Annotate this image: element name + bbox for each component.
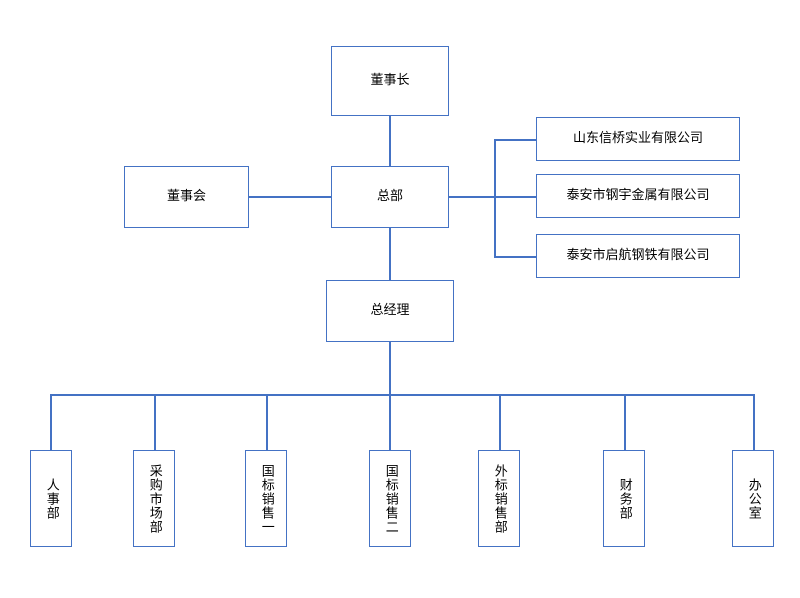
- connector-sub3-branch: [494, 256, 536, 258]
- connector-department-bus: [50, 394, 755, 396]
- node-department-sales-export-label: 外标销售部: [491, 463, 507, 534]
- connector-headquarters-subs-stub: [449, 196, 495, 198]
- node-department-office-label: 办公室: [745, 477, 761, 520]
- node-chairman[interactable]: 董事长: [331, 46, 449, 116]
- node-department-sales-gb-1[interactable]: 国标销售一: [245, 450, 287, 547]
- node-subsidiary-3[interactable]: 泰安市启航钢铁有限公司: [536, 234, 740, 278]
- node-subsidiary-2-label: 泰安市钢宇金属有限公司: [566, 188, 710, 204]
- node-department-finance[interactable]: 财务部: [603, 450, 645, 547]
- connector-drop-dept3: [266, 394, 268, 450]
- connector-drop-dept5: [499, 394, 501, 450]
- node-board-label: 董事会: [166, 189, 206, 205]
- node-headquarters[interactable]: 总部: [331, 166, 449, 228]
- connector-sub2-branch: [494, 196, 536, 198]
- node-subsidiary-2[interactable]: 泰安市钢宇金属有限公司: [536, 174, 740, 218]
- node-department-hr-label: 人事部: [43, 477, 59, 520]
- node-general-manager-label: 总经理: [370, 303, 410, 319]
- node-department-office[interactable]: 办公室: [732, 450, 774, 547]
- node-department-sales-export[interactable]: 外标销售部: [478, 450, 520, 547]
- node-chairman-label: 董事长: [370, 73, 410, 89]
- node-general-manager[interactable]: 总经理: [326, 280, 454, 342]
- node-department-hr[interactable]: 人事部: [30, 450, 72, 547]
- connector-chairman-headquarters: [389, 116, 391, 168]
- node-department-sales-gb-2-label: 国标销售二: [382, 463, 398, 534]
- connector-subs-trunk: [494, 139, 496, 257]
- node-subsidiary-3-label: 泰安市启航钢铁有限公司: [566, 248, 710, 264]
- connector-drop-dept2: [154, 394, 156, 450]
- connector-headquarters-general-manager: [389, 228, 391, 280]
- connector-board-headquarters: [249, 196, 331, 198]
- node-department-finance-label: 财务部: [616, 477, 632, 520]
- connector-drop-dept6: [624, 394, 626, 450]
- connector-drop-dept4: [389, 394, 391, 450]
- node-department-sales-gb-2[interactable]: 国标销售二: [369, 450, 411, 547]
- node-department-purchasing-label: 采购市场部: [146, 463, 162, 534]
- node-board[interactable]: 董事会: [124, 166, 249, 228]
- node-headquarters-label: 总部: [376, 189, 403, 205]
- node-subsidiary-1[interactable]: 山东信桥实业有限公司: [536, 117, 740, 161]
- connector-drop-dept7: [753, 394, 755, 450]
- node-department-purchasing[interactable]: 采购市场部: [133, 450, 175, 547]
- connector-general-manager-bus: [389, 342, 391, 395]
- node-subsidiary-1-label: 山东信桥实业有限公司: [572, 131, 703, 147]
- connector-drop-dept1: [50, 394, 52, 450]
- node-department-sales-gb-1-label: 国标销售一: [258, 463, 274, 534]
- connector-sub1-branch: [494, 139, 536, 141]
